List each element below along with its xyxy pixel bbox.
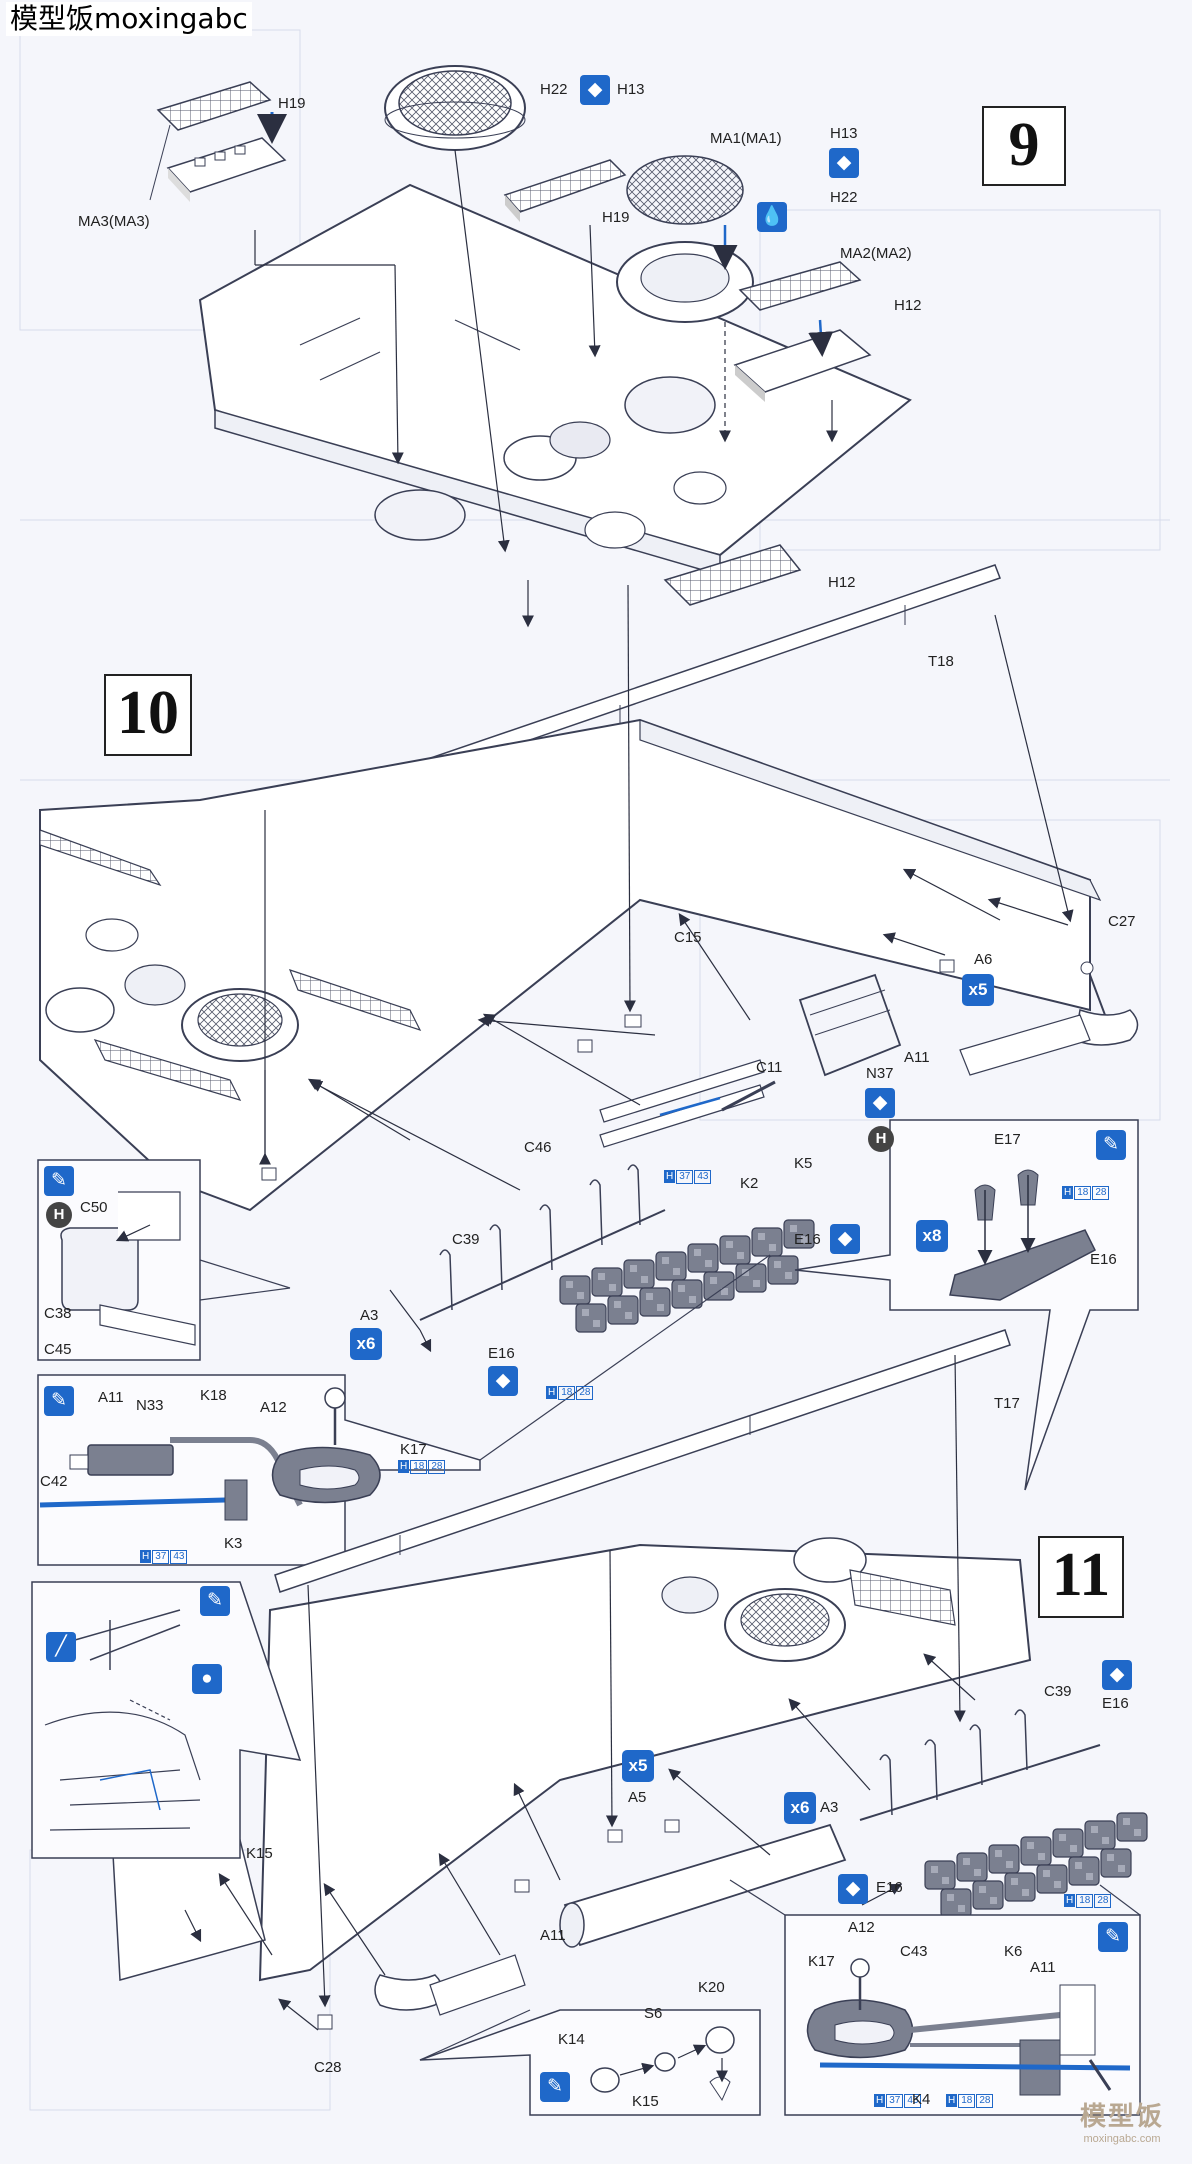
hatch-icon: ╱ bbox=[46, 1632, 76, 1662]
label-h12-b: H12 bbox=[828, 574, 856, 591]
paint-brush-icon: ✎ bbox=[1098, 1922, 1128, 1952]
step-10-group bbox=[37, 564, 1139, 1566]
label-c42: C42 bbox=[40, 1473, 68, 1490]
label-k18: K18 bbox=[200, 1387, 227, 1404]
label-a11-c: A11 bbox=[540, 1927, 566, 1944]
footer-watermark: 模型饭 moxingabc.com bbox=[1080, 2096, 1164, 2145]
paint-brush-icon: ✎ bbox=[44, 1386, 74, 1416]
label-h19-b: H19 bbox=[602, 209, 630, 226]
label-a5: A5 bbox=[628, 1789, 647, 1806]
step-10-number: 10 bbox=[104, 674, 192, 756]
label-k14: K14 bbox=[558, 2031, 585, 2048]
label-a3-b: A3 bbox=[820, 1799, 839, 1816]
cement-icon: ◆ bbox=[580, 75, 610, 105]
paint-brush-icon: ✎ bbox=[200, 1586, 230, 1616]
label-e16-d: E16 bbox=[1102, 1695, 1129, 1712]
label-c50: C50 bbox=[80, 1199, 108, 1216]
label-c15: C15 bbox=[674, 929, 702, 946]
label-a11-d: A11 bbox=[1030, 1959, 1056, 1976]
label-k20: K20 bbox=[698, 1979, 725, 1996]
label-h13: H13 bbox=[617, 81, 645, 98]
label-e16: E16 bbox=[1090, 1251, 1117, 1268]
black-h-icon: H bbox=[46, 1202, 72, 1228]
label-ma2: MA2(MA2) bbox=[840, 245, 912, 262]
label-a11-b: A11 bbox=[98, 1389, 124, 1406]
label-c27: C27 bbox=[1108, 913, 1136, 930]
cement-icon: ◆ bbox=[488, 1366, 518, 1396]
label-n37: N37 bbox=[866, 1065, 894, 1082]
label-k6: K6 bbox=[1004, 1943, 1023, 1960]
label-k5: K5 bbox=[794, 1155, 813, 1172]
label-e16-e: E16 bbox=[876, 1879, 903, 1896]
step-9-group bbox=[149, 65, 912, 628]
label-k17: K17 bbox=[400, 1441, 427, 1458]
quantity-badge: x5 bbox=[962, 974, 994, 1006]
label-k3: K3 bbox=[224, 1535, 243, 1552]
label-k15-b: K15 bbox=[632, 2093, 659, 2110]
step-9-number: 9 bbox=[982, 106, 1066, 186]
black-h-icon: H bbox=[868, 1126, 894, 1152]
label-c39-b: C39 bbox=[1044, 1683, 1072, 1700]
quantity-badge: x5 bbox=[622, 1750, 654, 1782]
watermark-brand: 模型饭 bbox=[1079, 2102, 1164, 2132]
label-k2: K2 bbox=[740, 1175, 759, 1192]
watermark-url: moxingabc.com bbox=[1083, 2133, 1161, 2145]
glue-icon: 💧 bbox=[757, 202, 787, 232]
label-c43: C43 bbox=[900, 1943, 928, 1960]
label-c28: C28 bbox=[314, 2059, 342, 2076]
cement-icon: ◆ bbox=[829, 148, 859, 178]
label-s6: S6 bbox=[644, 2005, 663, 2022]
label-h12: H12 bbox=[894, 297, 922, 314]
cement-icon: ◆ bbox=[865, 1088, 895, 1118]
step-11-number: 11 bbox=[1038, 1536, 1124, 1618]
label-ma1: MA1(MA1) bbox=[710, 130, 782, 147]
label-h22: H22 bbox=[540, 81, 568, 98]
quantity-badge: x6 bbox=[784, 1792, 816, 1824]
label-a3: A3 bbox=[360, 1307, 379, 1324]
label-a6: A6 bbox=[974, 951, 993, 968]
label-h13-b: H13 bbox=[830, 125, 858, 142]
quantity-badge: x6 bbox=[350, 1328, 382, 1360]
cement-icon: ◆ bbox=[830, 1224, 860, 1254]
label-e16-c: E16 bbox=[488, 1345, 515, 1362]
label-a11: A11 bbox=[904, 1049, 930, 1066]
label-c46: C46 bbox=[524, 1139, 552, 1156]
label-t17: T17 bbox=[994, 1395, 1020, 1412]
label-e16-b: E16 bbox=[794, 1231, 821, 1248]
label-c38: C38 bbox=[44, 1305, 72, 1322]
paint-brush-icon: ✎ bbox=[44, 1166, 74, 1196]
label-e17: E17 bbox=[994, 1131, 1021, 1148]
hole-open-icon: ● bbox=[192, 1664, 222, 1694]
cement-icon: ◆ bbox=[838, 1874, 868, 1904]
label-n33: N33 bbox=[136, 1397, 164, 1414]
label-k17-b: K17 bbox=[808, 1953, 835, 1970]
label-a12: A12 bbox=[260, 1399, 287, 1416]
label-k15: K15 bbox=[246, 1845, 273, 1862]
cement-icon: ◆ bbox=[1102, 1660, 1132, 1690]
label-ma3: MA3(MA3) bbox=[78, 213, 150, 230]
label-k4: K4 bbox=[912, 2091, 931, 2108]
label-h22-b: H22 bbox=[830, 189, 858, 206]
label-t18: T18 bbox=[928, 653, 954, 670]
step-11-group bbox=[31, 1329, 1148, 2116]
label-c11: C11 bbox=[756, 1059, 783, 1076]
paint-brush-icon: ✎ bbox=[540, 2072, 570, 2102]
label-c39: C39 bbox=[452, 1231, 480, 1248]
label-a12-b: A12 bbox=[848, 1919, 875, 1936]
quantity-badge: x8 bbox=[916, 1220, 948, 1252]
watermark-title: 模型饭moxingabc bbox=[6, 2, 252, 36]
label-c45: C45 bbox=[44, 1341, 72, 1358]
paint-brush-icon: ✎ bbox=[1096, 1130, 1126, 1160]
label-h19: H19 bbox=[278, 95, 306, 112]
